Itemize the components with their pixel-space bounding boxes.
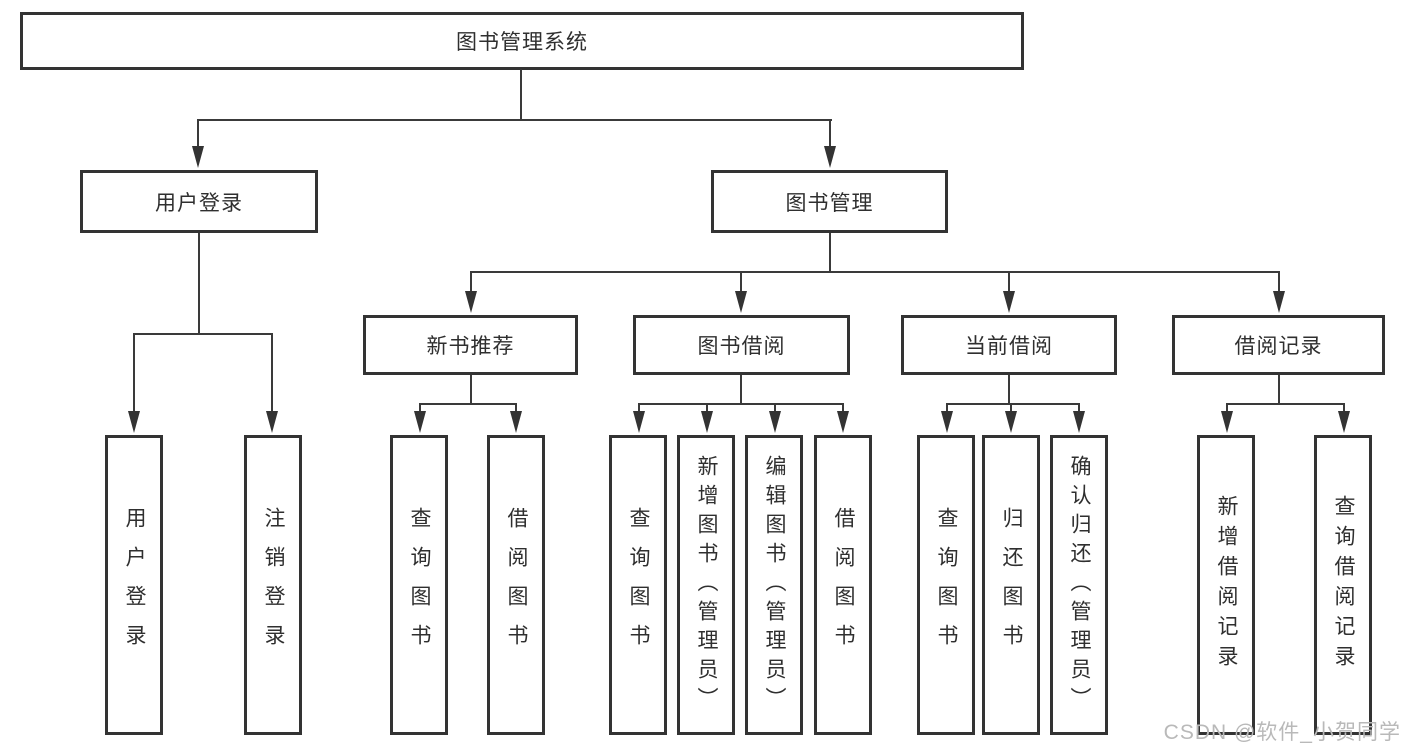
arrow-down-icon: [735, 291, 747, 313]
node-label: 查询借阅记录: [1332, 495, 1355, 675]
node-label: 查询图书: [935, 507, 958, 663]
node-label: 新增借阅记录: [1215, 495, 1238, 675]
leaf-confirm-return-admin: 确认归还（管理员）: [1050, 435, 1108, 735]
node-new-book-recommend: 新书推荐: [363, 315, 578, 375]
node-label: 图书管理系统: [456, 31, 588, 54]
node-book-management: 图书管理: [711, 170, 948, 233]
connector-line: [1008, 273, 1010, 291]
node-book-borrow: 图书借阅: [633, 315, 850, 375]
connector-line: [271, 335, 273, 412]
node-label: 借阅记录: [1234, 335, 1323, 358]
leaf-borrow-books: 借阅图书: [814, 435, 872, 735]
connector-line: [470, 375, 472, 404]
leaf-borrow-books-recommend: 借阅图书: [487, 435, 545, 735]
node-label: 查询图书: [408, 507, 431, 663]
connector-line: [1010, 405, 1012, 413]
node-label: 新书推荐: [426, 335, 515, 358]
connector-line: [829, 233, 831, 273]
node-label: 图书借阅: [697, 335, 786, 358]
node-label: 注销登录: [262, 507, 285, 663]
connector-line: [1343, 405, 1345, 413]
connector-line: [133, 335, 135, 412]
node-current-borrow: 当前借阅: [901, 315, 1117, 375]
node-label: 借阅图书: [832, 507, 855, 663]
leaf-query-books-borrow: 查询图书: [609, 435, 667, 735]
arrow-down-icon: [701, 411, 713, 433]
connector-line: [133, 333, 273, 335]
connector-line: [1078, 405, 1080, 413]
arrow-down-icon: [1003, 291, 1015, 313]
leaf-return-book: 归还图书: [982, 435, 1040, 735]
arrow-down-icon: [1073, 411, 1085, 433]
connector-line: [638, 403, 844, 405]
node-label: 新增图书（管理员）: [695, 454, 718, 716]
connector-line: [706, 405, 708, 413]
leaf-user-login: 用户登录: [105, 435, 163, 735]
arrow-down-icon: [769, 411, 781, 433]
connector-line: [419, 403, 517, 405]
arrow-down-icon: [465, 291, 477, 313]
node-label: 用户登录: [155, 191, 243, 215]
node-user-login: 用户登录: [80, 170, 318, 233]
node-label: 用户登录: [123, 507, 146, 663]
connector-line: [740, 273, 742, 291]
leaf-edit-book-admin: 编辑图书（管理员）: [745, 435, 803, 735]
arrow-down-icon: [824, 146, 836, 168]
node-label: 确认归还（管理员）: [1068, 454, 1091, 716]
connector-line: [520, 69, 522, 121]
connector-line: [197, 121, 199, 147]
node-label: 当前借阅: [965, 335, 1053, 358]
connector-line: [1226, 405, 1228, 413]
connector-line: [740, 375, 742, 404]
connector-line: [1008, 375, 1010, 404]
arrow-down-icon: [192, 146, 204, 168]
leaf-query-books-current: 查询图书: [917, 435, 975, 735]
connector-line: [419, 405, 421, 413]
arrow-down-icon: [1221, 411, 1233, 433]
arrow-down-icon: [633, 411, 645, 433]
connector-line: [946, 405, 948, 413]
arrow-down-icon: [837, 411, 849, 433]
connector-line: [197, 119, 832, 121]
connector-line: [1226, 403, 1345, 405]
connector-line: [1278, 375, 1280, 404]
arrow-down-icon: [266, 411, 278, 433]
connector-line: [470, 273, 472, 291]
arrow-down-icon: [510, 411, 522, 433]
connector-line: [638, 405, 640, 413]
leaf-add-borrow-record: 新增借阅记录: [1197, 435, 1255, 735]
connector-line: [774, 405, 776, 413]
leaf-query-books-recommend: 查询图书: [390, 435, 448, 735]
node-borrow-records: 借阅记录: [1172, 315, 1385, 375]
leaf-logout: 注销登录: [244, 435, 302, 735]
node-label: 借阅图书: [505, 507, 528, 663]
arrow-down-icon: [414, 411, 426, 433]
connector-line: [1278, 273, 1280, 291]
node-label: 归还图书: [1000, 507, 1023, 663]
arrow-down-icon: [1338, 411, 1350, 433]
node-label: 编辑图书（管理员）: [763, 454, 786, 716]
csdn-watermark: CSDN @软件_小贺同学: [1163, 721, 1401, 744]
arrow-down-icon: [1273, 291, 1285, 313]
node-library-management-system: 图书管理系统: [20, 12, 1024, 70]
arrow-down-icon: [128, 411, 140, 433]
connector-line: [198, 233, 200, 334]
connector-line: [829, 121, 831, 147]
connector-line: [515, 405, 517, 413]
connector-line: [842, 405, 844, 413]
connector-line: [946, 403, 1080, 405]
node-label: 图书管理: [785, 191, 874, 215]
connector-line: [470, 271, 1280, 273]
leaf-query-borrow-record: 查询借阅记录: [1314, 435, 1372, 735]
leaf-add-book-admin: 新增图书（管理员）: [677, 435, 735, 735]
node-label: 查询图书: [627, 507, 650, 663]
arrow-down-icon: [941, 411, 953, 433]
arrow-down-icon: [1005, 411, 1017, 433]
